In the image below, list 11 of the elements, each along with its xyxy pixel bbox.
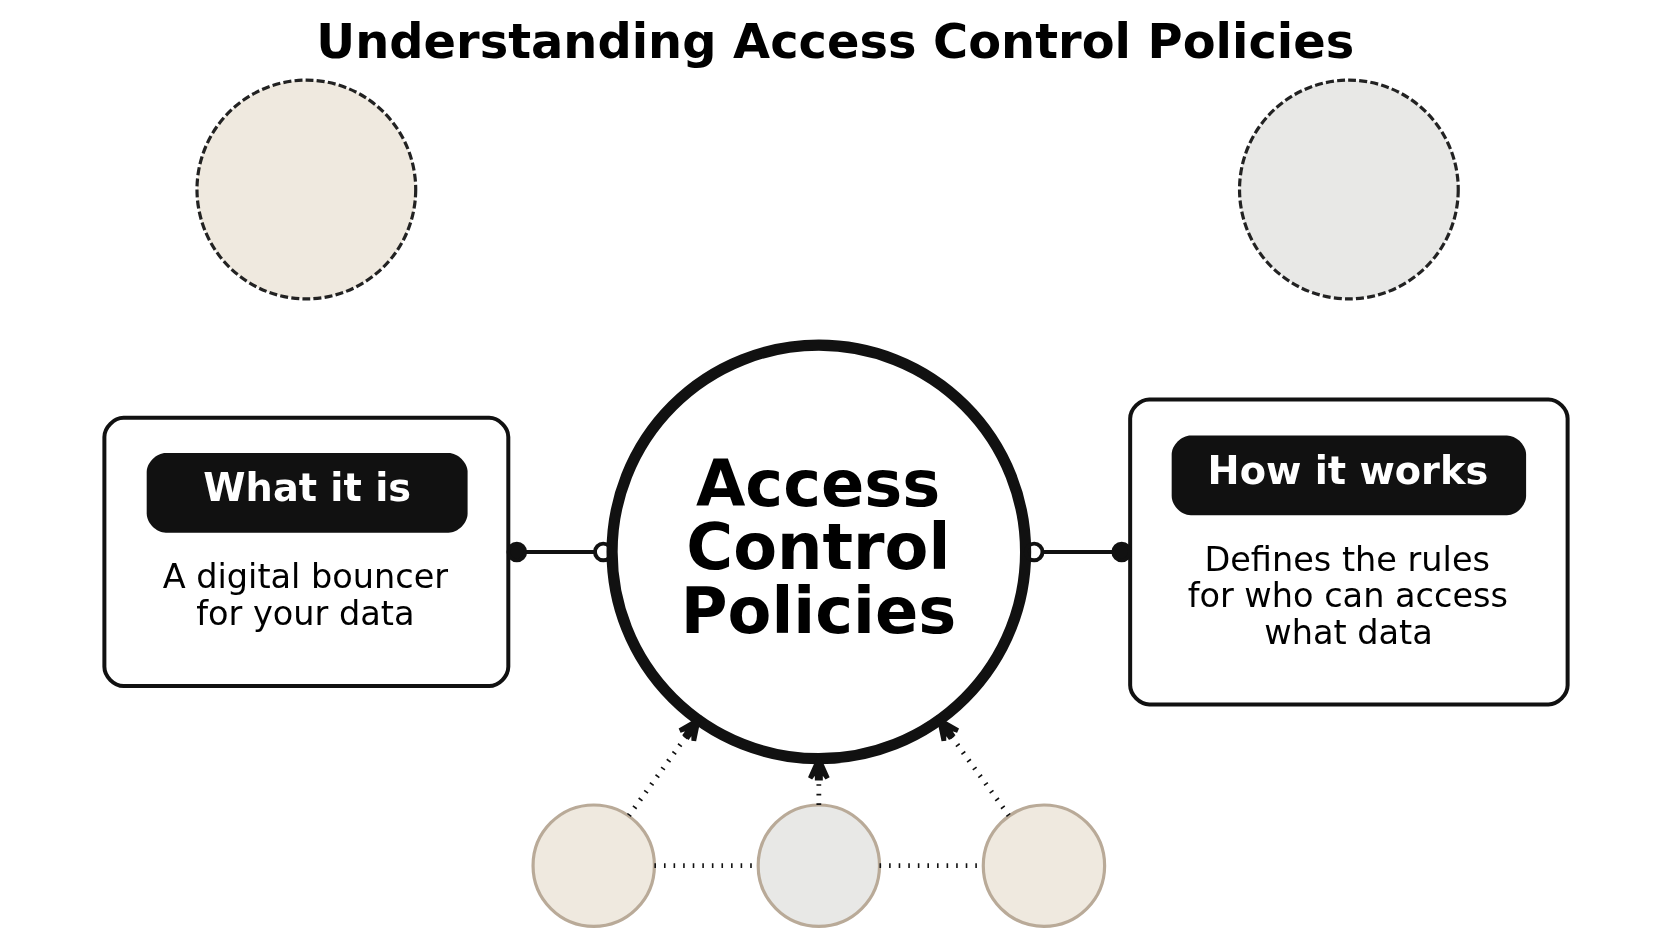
node-circle: [1237, 78, 1460, 301]
arrow: [937, 717, 1011, 817]
node-circle: [981, 803, 1107, 928]
node-circle: Access Control Policies: [606, 339, 1032, 765]
node-circle: [195, 78, 418, 301]
node-circle: [531, 803, 656, 928]
node-box: How it works Defines the rules for who can access what data: [1128, 397, 1570, 707]
node-circle: [756, 803, 882, 928]
node-box: What it is A digital bouncer for your data: [102, 415, 511, 689]
diagram-title: Understanding Access Control Policies: [316, 13, 1355, 69]
arrow: [626, 717, 701, 817]
